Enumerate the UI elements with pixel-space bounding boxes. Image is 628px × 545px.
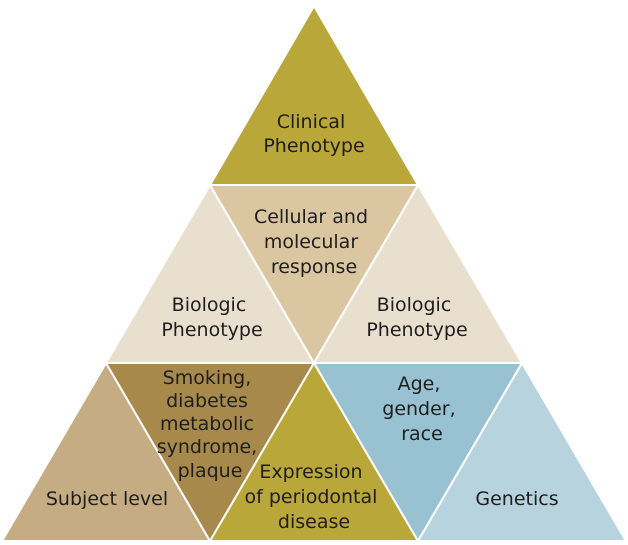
age-gender-race-label: Age, gender, race: [382, 373, 461, 445]
cellular-response-label: Cellular and molecular response: [254, 206, 374, 278]
biologic-left-label: Biologic Phenotype: [161, 294, 262, 341]
subject-level-label: Subject level: [46, 488, 168, 510]
clinical-phenotype-label: Clinical Phenotype: [263, 111, 364, 157]
clinical-phenotype-triangle: [209, 5, 419, 186]
genetics-triangle: [417, 362, 627, 542]
biologic-right-label: Biologic Phenotype: [366, 294, 467, 341]
smoking-diabetes-label: Smoking, diabetes metabolic syndrome, pl…: [157, 367, 264, 482]
expression-disease-label: Expression of periodontal disease: [245, 461, 384, 533]
genetics-label: Genetics: [475, 488, 558, 510]
